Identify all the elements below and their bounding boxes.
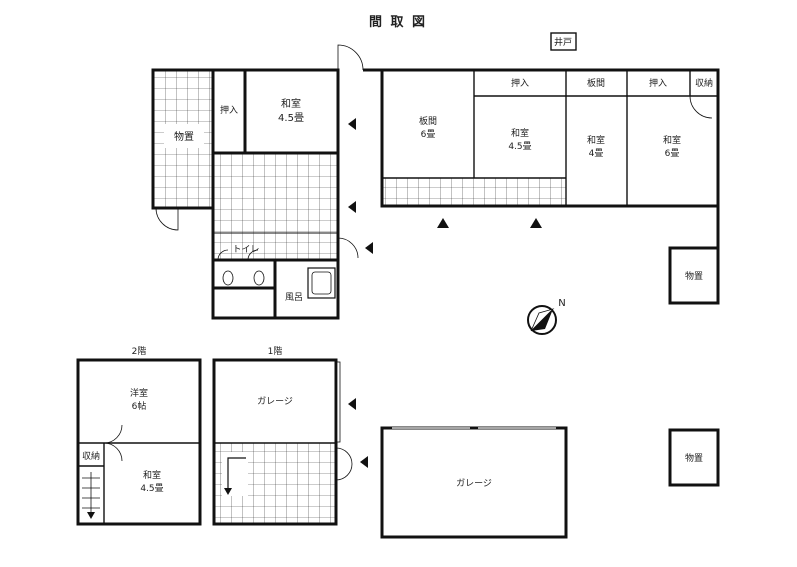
entrance-arrow-icon	[437, 218, 449, 228]
washitsu-3-size: 4畳	[589, 148, 604, 159]
engawa-floor	[382, 178, 566, 206]
washitsu-3-name: 和室	[587, 134, 605, 146]
large-garage-label: ガレージ	[456, 478, 492, 489]
toilet-door[interactable]	[247, 249, 259, 261]
oshiire-1-label: 押入	[220, 104, 238, 116]
second-floor-label: 2階	[132, 346, 147, 357]
entrance-arrow-icon	[360, 456, 368, 468]
closet-1-door[interactable]	[689, 95, 713, 119]
compass-north-label: N	[558, 298, 565, 309]
oshiire-2-label: 押入	[511, 77, 529, 89]
first-floor-door[interactable]	[335, 447, 353, 481]
yoshitsu-size: 6帖	[132, 400, 147, 412]
first-floor: 1階 ガレージ	[212, 346, 368, 526]
washitsu-2f-door[interactable]	[103, 442, 123, 462]
washitsu-2-name: 和室	[511, 127, 529, 139]
closet-1-label: 収納	[695, 77, 713, 89]
itama-1-size: 6畳	[421, 129, 436, 140]
yoshitsu-name: 洋室	[130, 387, 148, 399]
bath-door[interactable]	[337, 237, 359, 259]
compass-icon	[527, 305, 557, 335]
itama-1-name: 板間	[419, 115, 437, 127]
plan-title: 間 取 図	[369, 15, 427, 30]
storage-bottom-right: 物置	[668, 428, 720, 487]
toilet-label: トイレ	[232, 245, 259, 255]
oshiire-3-label: 押入	[649, 77, 667, 89]
hall-floor	[213, 153, 338, 233]
well-label: 井戸	[554, 36, 572, 48]
washitsu-4-size: 6畳	[665, 148, 680, 159]
stairs-icon	[82, 472, 100, 519]
toilet-bowl-icon	[222, 270, 234, 286]
washitsu-2f-size: 4.5畳	[140, 483, 163, 494]
toilet-bowl-icon	[253, 270, 265, 286]
large-garage: ガレージ	[380, 426, 568, 539]
entrance-arrow-icon	[348, 398, 356, 410]
first-floor-label: 1階	[268, 346, 283, 357]
closet-2-label: 収納	[82, 450, 100, 462]
bath-label: 風呂	[285, 292, 303, 303]
storage-right-label: 物置	[685, 270, 703, 282]
washitsu-2f-name: 和室	[143, 469, 161, 481]
storage-left-door[interactable]	[155, 207, 179, 231]
toilet-door[interactable]	[217, 249, 229, 261]
storage-bottom-right-label: 物置	[685, 452, 703, 464]
entrance-arrow-icon	[365, 242, 373, 254]
washitsu-1-size: 4.5畳	[278, 112, 304, 124]
stairs-icon	[222, 452, 248, 496]
main-house: 物置 押入 和室 4.5畳 トイレ 風呂	[151, 44, 720, 320]
entrance-arrow-icon	[530, 218, 542, 228]
first-floor-garage-label: ガレージ	[257, 396, 293, 407]
entry-door[interactable]	[337, 44, 364, 71]
bathtub-icon	[307, 267, 336, 299]
entrance-arrow-icon	[348, 118, 356, 130]
washitsu-1-name: 和室	[281, 97, 301, 110]
itama-2-label: 板間	[587, 77, 605, 89]
entrance-arrow-icon	[348, 201, 356, 213]
storage-left-label: 物置	[174, 130, 194, 143]
well: 井戸	[550, 32, 577, 51]
corridor-floor	[213, 233, 338, 260]
washitsu-2-size: 4.5畳	[508, 141, 531, 152]
yoshitsu-door[interactable]	[103, 424, 123, 444]
compass: N	[527, 298, 566, 335]
second-floor: 2階 洋室 6帖 収納 和室 4.5畳	[76, 346, 202, 526]
washitsu-4-name: 和室	[663, 134, 681, 146]
